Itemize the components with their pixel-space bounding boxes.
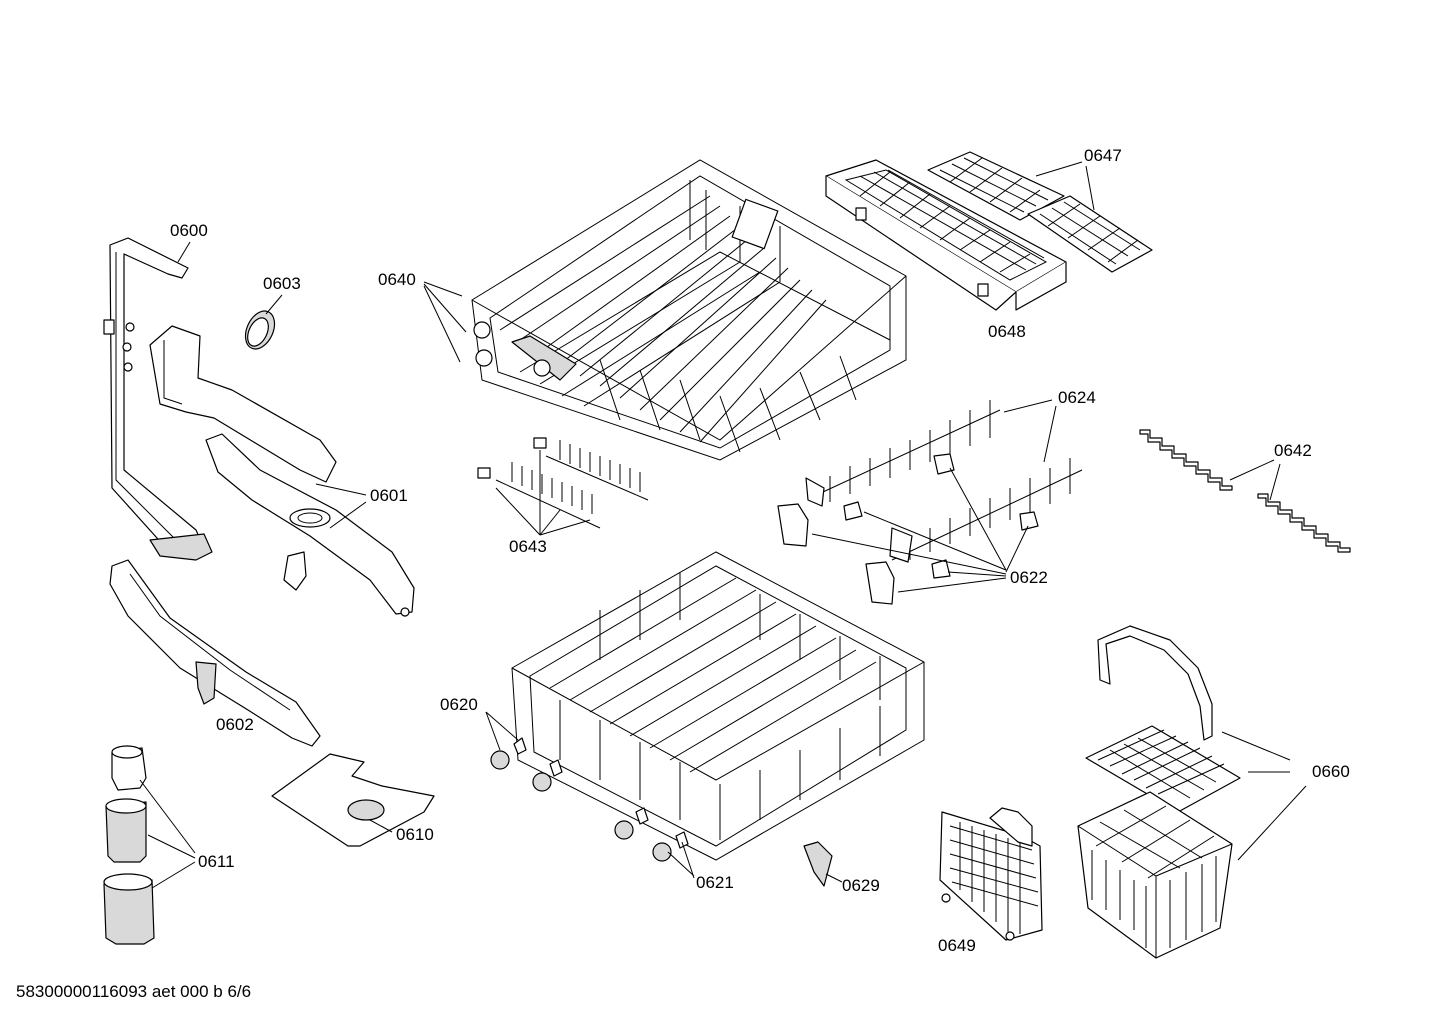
part-0610-sieve-plate <box>271 753 435 847</box>
label-0648: 0648 <box>988 322 1026 341</box>
label-0600: 0600 <box>170 221 208 240</box>
callout-0660 <box>1221 731 1307 861</box>
part-0640-upper-basket <box>471 159 907 461</box>
label-0649: 0649 <box>938 936 976 955</box>
part-0660-cutlery-basket <box>1077 625 1241 959</box>
part-0601-upper-spray-arm <box>149 325 415 617</box>
part-0647-inserts <box>927 151 1153 273</box>
label-0611: 0611 <box>198 852 235 871</box>
label-0640: 0640 <box>378 270 416 289</box>
label-0602: 0602 <box>216 715 254 734</box>
part-0611-filters <box>103 745 155 945</box>
label-0629: 0629 <box>842 876 880 895</box>
callout-0601 <box>315 483 367 529</box>
label-0610: 0610 <box>396 825 434 844</box>
label-0642: 0642 <box>1274 441 1312 460</box>
callout-0643 <box>495 450 591 536</box>
callout-0640 <box>423 281 467 363</box>
callout-0600 <box>177 241 191 263</box>
callout-0622 <box>811 467 1029 593</box>
label-0603: 0603 <box>263 274 301 293</box>
label-0622: 0622 <box>1010 568 1048 587</box>
callout-0611 <box>139 779 196 889</box>
part-0643-tine-racks <box>477 437 649 529</box>
part-0622-holders <box>777 453 1039 605</box>
callout-0624 <box>1003 399 1057 463</box>
part-0649-cutlery-basket <box>939 807 1043 941</box>
part-lower-basket <box>511 551 925 861</box>
part-0620-0621-wheels <box>490 737 689 862</box>
part-0602-lower-spray-arm <box>109 559 321 747</box>
part-0629-clip <box>803 841 843 887</box>
callout-0647 <box>1035 161 1095 211</box>
part-0624-tine-racks <box>805 400 1083 563</box>
callout-0603 <box>265 294 283 315</box>
callout-0610 <box>369 819 393 833</box>
label-0647: 0647 <box>1084 146 1122 165</box>
label-0620: 0620 <box>440 695 478 714</box>
part-0648-cutlery-drawer <box>825 159 1067 311</box>
label-0643: 0643 <box>509 537 547 556</box>
part-0600-spray-tube <box>103 237 213 561</box>
label-0624: 0624 <box>1058 388 1096 407</box>
callout-0642 <box>1229 459 1281 501</box>
drawing-code: 58300000116093 aet 000 b 6/6 <box>16 982 251 1001</box>
callout-0620 <box>485 711 519 751</box>
label-0660: 0660 <box>1312 762 1350 781</box>
part-0603-nozzle <box>244 310 276 350</box>
callout-0621 <box>667 841 695 879</box>
label-0621: 0621 <box>696 873 734 892</box>
part-0642-step-racks <box>1139 429 1351 553</box>
label-0601: 0601 <box>370 486 408 505</box>
